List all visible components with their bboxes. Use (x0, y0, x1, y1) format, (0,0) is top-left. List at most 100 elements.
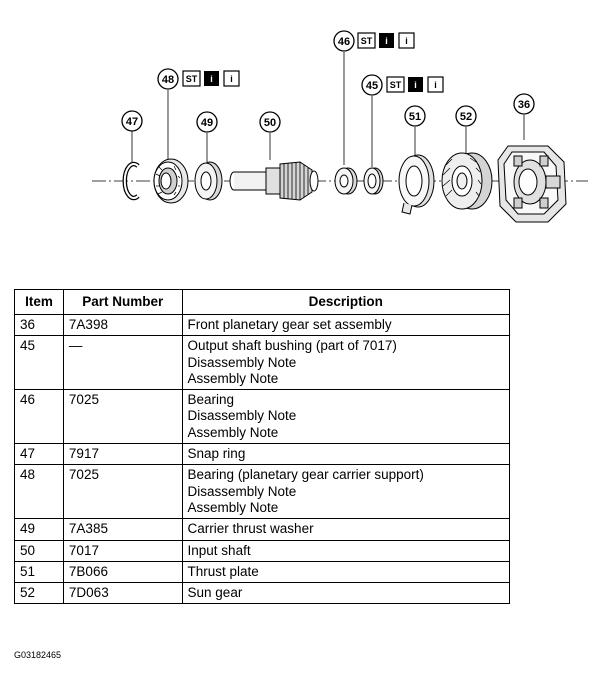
description-line: Disassembly Note (187, 408, 297, 424)
description-line: Thrust plate (187, 563, 259, 579)
thrust-plate-51-drawing (398, 154, 435, 215)
part-number-cell: 7A398 (62, 313, 183, 337)
svg-text:i: i (405, 36, 408, 46)
svg-text:ST: ST (390, 80, 402, 90)
item-cell: 50 (14, 539, 64, 562)
input-shaft-50-drawing (229, 161, 319, 201)
item-cell: 36 (14, 313, 64, 337)
bearing-46-drawing (334, 167, 358, 195)
description-cell: Input shaft (181, 539, 511, 562)
svg-text:i: i (434, 80, 437, 90)
sun-gear-52-drawing (441, 152, 493, 210)
part-number-cell: — (62, 335, 183, 391)
info-bold-icon (204, 71, 219, 86)
part-number-cell: 7D063 (62, 582, 183, 605)
callout-36-label: 36 (518, 99, 530, 111)
item-cell: 52 (14, 582, 64, 605)
bearing-48-drawing (153, 158, 189, 204)
description-line: Disassembly Note (187, 354, 297, 370)
badges-48: ST i i (182, 70, 240, 87)
description-line: Output shaft bushing (part of 7017) (187, 338, 397, 354)
thrust-washer-49-drawing (194, 161, 223, 201)
callout-45: 45 (361, 74, 383, 96)
leader-lines (131, 52, 525, 167)
description-line: Sun gear (187, 585, 243, 601)
svg-text:i: i (414, 80, 417, 90)
item-cell: 45 (14, 335, 64, 391)
description-cell: Carrier thrust washer (181, 518, 511, 541)
description-line: Assembly Note (187, 499, 279, 515)
callout-46-label: 46 (338, 36, 350, 48)
callout-50: 50 (259, 111, 281, 133)
callout-36: 36 (513, 93, 535, 115)
callout-52-label: 52 (460, 111, 472, 123)
callout-47-label: 47 (126, 116, 138, 128)
info-icon (427, 76, 444, 93)
svg-text:i: i (385, 36, 388, 46)
snap-ring-drawing (122, 161, 140, 201)
description-cell: Output shaft bushing (part of 7017)Disas… (181, 335, 511, 391)
callout-51: 51 (404, 105, 426, 127)
callout-50-label: 50 (264, 117, 276, 129)
special-tool-icon (386, 76, 405, 93)
part-number-cell: 7B066 (62, 560, 183, 584)
description-line: Snap ring (187, 446, 246, 462)
header-description: Description (181, 289, 511, 315)
callout-48-label: 48 (162, 74, 174, 86)
description-cell: Snap ring (181, 443, 511, 466)
info-icon (398, 32, 415, 49)
description-line: Disassembly Note (187, 483, 297, 499)
part-number-cell: 7A385 (62, 518, 183, 541)
description-line: Carrier thrust washer (187, 521, 314, 537)
description-line: Assembly Note (187, 370, 279, 386)
item-cell: 47 (14, 443, 64, 466)
info-icon (223, 70, 240, 87)
info-bold-icon (408, 77, 423, 92)
special-tool-icon (182, 70, 201, 87)
svg-text:i: i (210, 74, 213, 84)
callout-49-label: 49 (201, 117, 213, 129)
callout-46: 46 (333, 30, 355, 52)
callout-52: 52 (455, 105, 477, 127)
callout-47: 47 (121, 110, 143, 132)
callout-51-label: 51 (409, 111, 421, 123)
callout-49: 49 (196, 111, 218, 133)
part-number-cell: 7917 (62, 443, 183, 466)
description-cell: Sun gear (181, 582, 511, 605)
description-line: Input shaft (187, 542, 251, 558)
info-bold-icon (379, 33, 394, 48)
description-line: Bearing (planetary gear carrier support) (187, 467, 424, 483)
badges-45: ST i i (386, 76, 444, 93)
header-item: Item (14, 289, 64, 315)
item-cell: 46 (14, 389, 64, 445)
description-line: Bearing (187, 392, 235, 408)
callout-48: 48 (157, 68, 179, 90)
header-part-number: Part Number (62, 289, 183, 315)
part-number-cell: 7025 (62, 389, 183, 445)
part-number-cell: 7025 (62, 464, 183, 520)
description-line: Assembly Note (187, 424, 279, 440)
callout-45-label: 45 (366, 80, 378, 92)
figure-id: G03182465 (14, 650, 62, 660)
description-cell: Thrust plate (181, 560, 511, 584)
table-header-row: Item Part Number Description (14, 289, 511, 315)
svg-text:i: i (230, 74, 233, 84)
svg-text:ST: ST (361, 36, 373, 46)
table-row: 45—Output shaft bushing (part of 7017)Di… (14, 335, 511, 391)
svg-text:ST: ST (186, 74, 198, 84)
exploded-view-diagram: 47 48 49 50 46 45 51 52 36 ST i i (92, 30, 588, 223)
item-cell: 48 (14, 464, 64, 520)
special-tool-icon (357, 32, 376, 49)
planetary-gear-set-36-drawing (497, 145, 567, 223)
description-line: Front planetary gear set assembly (187, 317, 392, 332)
